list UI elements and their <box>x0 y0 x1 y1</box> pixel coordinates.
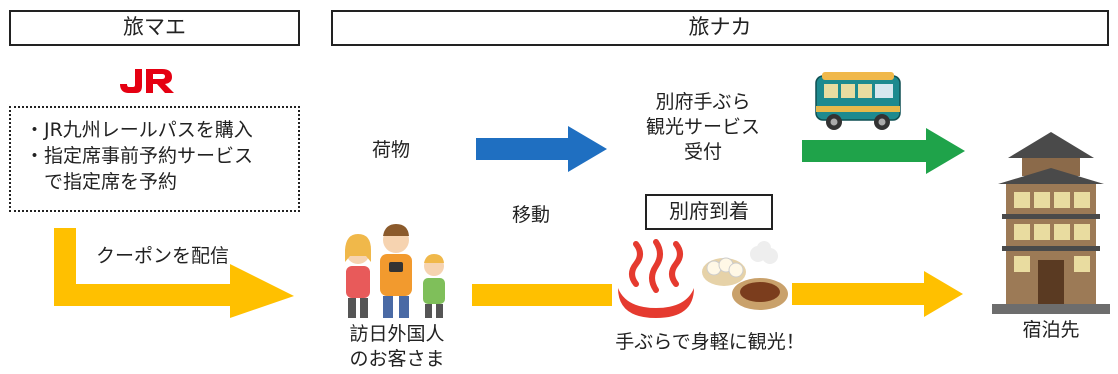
coupon-arrow <box>40 228 296 320</box>
tourists-illustration <box>338 216 458 320</box>
beppu-arrival-box: 別府到着 <box>645 194 773 230</box>
sightseeing-label: 手ぶらで身軽に観光！ <box>615 331 805 353</box>
lodging-label: 宿泊先 <box>1022 319 1080 341</box>
service-to-lodging-arrow <box>802 128 966 174</box>
jr-note-1: ・JR九州レールパスを購入 <box>25 119 253 141</box>
jr-note-2: ・指定席事前予約サービス <box>25 145 254 167</box>
luggage-label: 荷物 <box>372 139 411 161</box>
bus-illustration <box>810 62 906 138</box>
onsen-to-lodging-arrow <box>792 270 964 318</box>
tourists-to-onsen-arrow <box>472 282 612 308</box>
movement-label: 移動 <box>512 204 551 226</box>
header-before-label: 旅マエ <box>123 15 186 39</box>
lodging-illustration <box>988 128 1114 318</box>
service-reception-label: 別府手ぶら 観光サービス 受付 <box>645 91 760 163</box>
header-during-label: 旅ナカ <box>688 15 752 39</box>
beppu-arrival-label: 別府到着 <box>669 199 749 223</box>
jr-note-3: で指定席を予約 <box>25 171 178 193</box>
onsen-food-illustration <box>612 238 792 322</box>
jr-logo: JR <box>116 66 178 96</box>
jr-notes-box: ・JR九州レールパスを購入 ・指定席事前予約サービス で指定席を予約 <box>9 106 300 212</box>
header-before-trip: 旅マエ <box>9 10 300 46</box>
tourists-label: 訪日外国人 のお客さま <box>349 323 445 370</box>
header-during-trip: 旅ナカ <box>331 10 1109 46</box>
luggage-arrow <box>476 126 608 172</box>
coupon-label: クーポンを配信 <box>96 245 230 267</box>
